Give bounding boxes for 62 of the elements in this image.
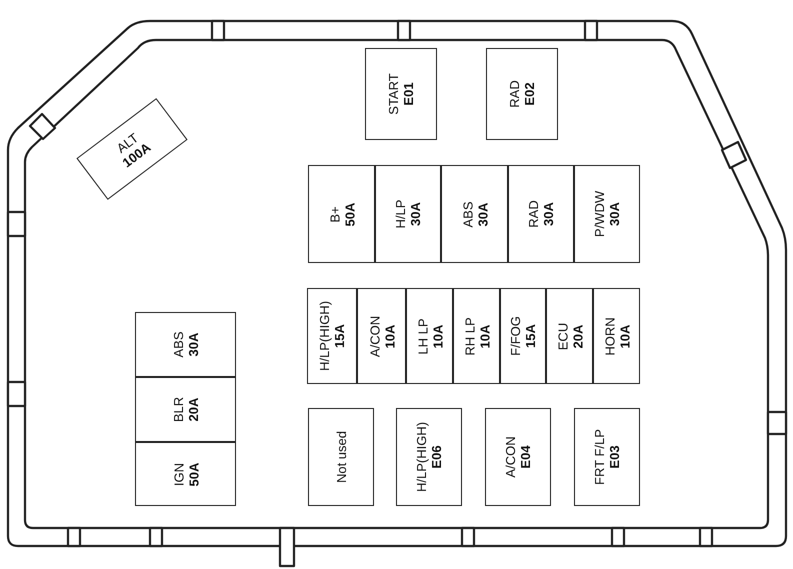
fuse-slot	[593, 288, 640, 384]
fuse-rating: E01	[401, 82, 416, 106]
fuse-rating: 30A	[541, 202, 556, 226]
fuse-name: B+	[326, 206, 342, 222]
fuse-name: RH LP	[462, 316, 476, 356]
fuse-slot	[308, 408, 374, 506]
fuse-rating: 15A	[332, 324, 347, 348]
fuse-name: H/LP	[393, 200, 408, 228]
fuse-slot	[365, 48, 437, 140]
fuse-name: P/WDW	[592, 190, 607, 238]
fuse-name: RAD	[526, 200, 541, 228]
fuse-name: H/LP(HIGH)	[317, 300, 332, 372]
fuse-slot	[135, 377, 236, 442]
fuse-name: ECU	[554, 322, 570, 350]
fuse-slot	[508, 165, 574, 263]
fuse-slot	[441, 165, 508, 263]
fuse-slot	[485, 408, 551, 506]
fuse-rating: 20A	[186, 398, 200, 422]
fuse-rating: 10A	[476, 324, 492, 348]
fuse-name: IGN	[170, 462, 186, 486]
fuse-slot	[307, 288, 357, 384]
fuse-slot	[357, 288, 406, 384]
fuse-slot	[486, 48, 558, 140]
fuse-rating: 30A	[607, 202, 622, 226]
fuse-name: HORN	[602, 316, 616, 356]
fuse-rating: 10A	[616, 324, 632, 348]
fuse-rating: 30A	[474, 202, 490, 226]
fuse-rating: 50A	[342, 202, 356, 226]
fuse-slot	[308, 165, 375, 263]
fuse-name: ABS	[170, 332, 186, 358]
fuse-name: Not used	[334, 430, 348, 484]
fuse-slot	[406, 288, 453, 384]
fuse-slot	[375, 165, 441, 263]
fuse-rating: 50A	[186, 462, 200, 486]
fuse-rating: 30A	[408, 202, 423, 226]
fuse-slot	[500, 288, 546, 384]
fuse-name: LH LP	[414, 318, 430, 354]
fuse-rating: 10A	[430, 324, 444, 348]
fuse-name: RAD	[507, 80, 522, 108]
fuse-rating: 20A	[570, 324, 584, 348]
fuse-slot	[396, 408, 462, 506]
fuse-slot	[135, 312, 236, 377]
fuse-rating: E03	[607, 445, 622, 469]
fuse-name: ABS	[460, 201, 474, 228]
fuse-rating: E06	[429, 445, 444, 469]
fuse-name: F/FOG	[508, 316, 523, 356]
fuse-name: START	[386, 73, 401, 115]
fuse-rating: E04	[518, 445, 533, 469]
fuse-rating: 30A	[186, 332, 200, 356]
fuse-name: H/LP(HIGH)	[414, 422, 429, 492]
fuse-name: FRT F/LP	[592, 429, 607, 485]
fuse-rating: 15A	[523, 324, 538, 348]
fuse-slot	[453, 288, 500, 384]
fuse-slot	[546, 288, 593, 384]
fuse-rating: 10A	[382, 324, 396, 348]
fuse-slot	[574, 165, 640, 263]
fuse-rating: E02	[522, 82, 537, 106]
fuse-name: BLR	[170, 396, 186, 422]
fuse-name: A/CON	[366, 315, 382, 357]
fuse-slot	[135, 442, 236, 506]
fuse-slot	[574, 408, 640, 506]
fuse-name: A/CON	[503, 436, 518, 478]
